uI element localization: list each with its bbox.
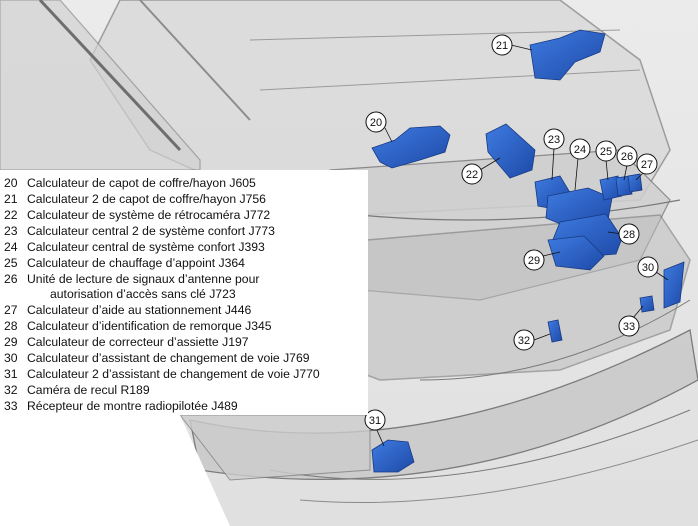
svg-text:21: 21 [496,40,508,52]
svg-text:32: 32 [518,335,530,347]
callout-26: 26 [616,145,638,181]
callout-25: 25 [595,140,617,181]
callout-27: 27 [635,153,658,181]
component-26 [615,175,633,197]
component-22 [485,123,536,179]
callout-22: 22 [461,157,501,185]
component-20 [371,125,451,169]
component-30 [663,261,685,309]
svg-text:27: 27 [641,159,653,171]
svg-text:31: 31 [369,415,381,427]
callout-24: 24 [569,138,591,191]
component-29 [547,235,605,271]
callout-20: 20 [365,111,393,143]
callout-29: 29 [523,249,561,271]
legend-item-26-continued: autorisation d’accès sans clé J723 [50,287,236,301]
callout-30: 30 [637,256,669,281]
svg-text:20: 20 [370,117,382,129]
svg-text:33: 33 [623,321,635,333]
component-33 [639,295,655,313]
component-21 [529,29,606,81]
component-32 [547,319,563,343]
svg-text:24: 24 [574,144,586,156]
callout-31: 31 [364,409,386,447]
callout-28: 28 [607,223,640,245]
callout-21: 21 [491,34,533,56]
svg-text:23: 23 [548,134,560,146]
svg-text:26: 26 [621,151,633,163]
callout-32: 32 [513,329,551,351]
svg-text:30: 30 [642,262,654,274]
callout-23: 23 [543,128,565,181]
svg-text:25: 25 [600,146,612,158]
callout-33: 33 [618,305,644,337]
svg-text:28: 28 [623,229,635,241]
callouts: 20 21 22 23 24 25 26 27 28 29 [364,34,669,447]
component-31 [371,439,415,473]
svg-text:22: 22 [466,169,478,181]
component-27 [627,173,643,193]
svg-text:29: 29 [528,255,540,267]
components [371,29,685,473]
